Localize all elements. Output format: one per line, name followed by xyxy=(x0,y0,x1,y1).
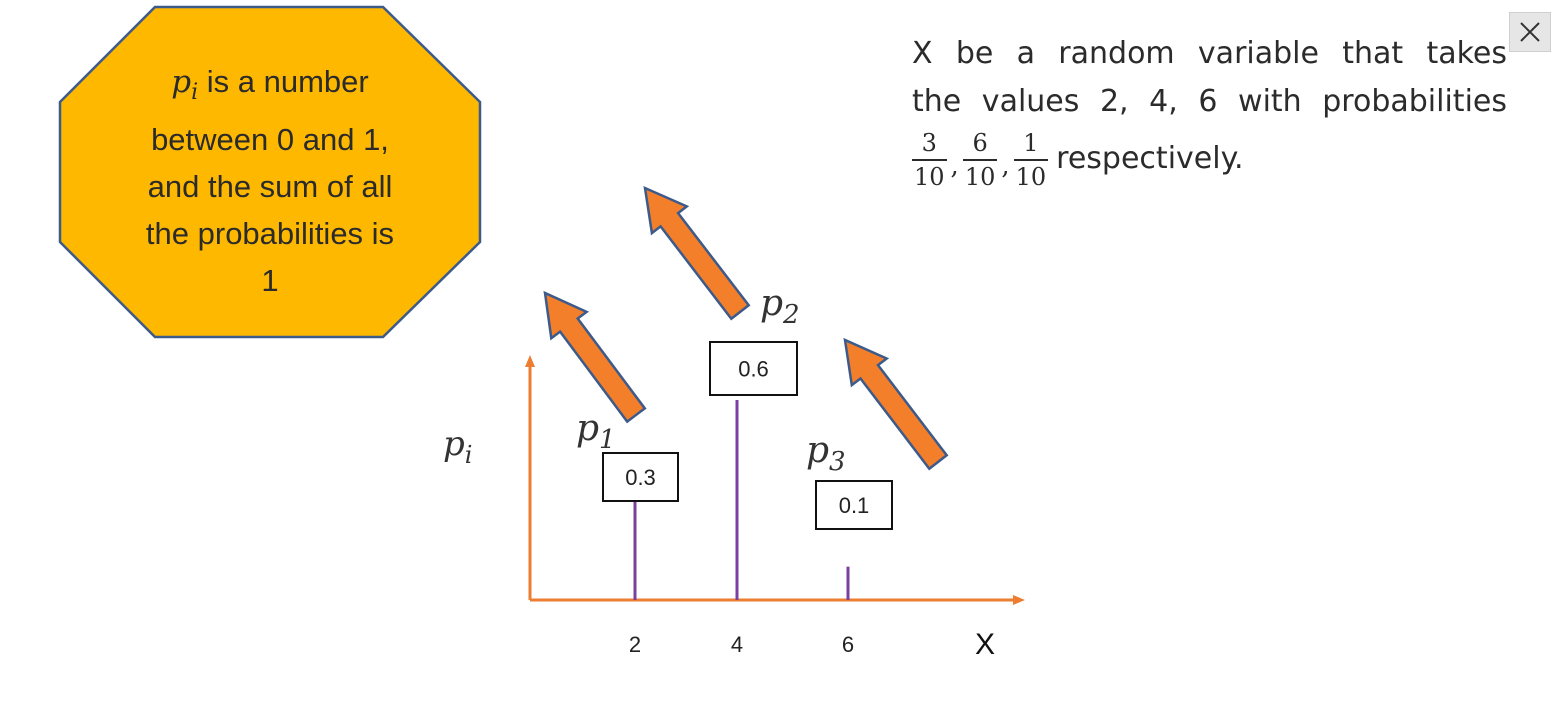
callout-line2: between 0 and 1, xyxy=(151,122,389,158)
callout-subscript: i xyxy=(191,80,199,106)
point-label: p2 xyxy=(760,283,800,330)
point-label: p1 xyxy=(576,408,616,455)
value-label-box xyxy=(709,341,798,396)
pointer-arrow xyxy=(643,185,751,321)
x-tick-label: 4 xyxy=(731,632,743,657)
problem-statement: X be a random variable that takes the va… xyxy=(912,30,1507,190)
close-icon xyxy=(1520,22,1540,42)
close-button[interactable] xyxy=(1509,12,1551,52)
pointer-arrow xyxy=(543,290,647,424)
point-label: p3 xyxy=(806,430,846,477)
y-axis-arrowhead xyxy=(525,355,535,367)
y-axis-label: pi xyxy=(443,424,472,469)
x-axis-label: X xyxy=(975,628,995,661)
value-label-box xyxy=(815,480,893,530)
value-label-box xyxy=(602,452,679,502)
statement-line1: X be a random variable that takes xyxy=(912,36,1507,71)
value-label: 0.1 xyxy=(839,493,870,518)
x-tick-label: 2 xyxy=(629,632,641,657)
callout-line5: 1 xyxy=(261,263,279,299)
x-tick-label: 6 xyxy=(842,632,854,657)
x-axis-arrowhead xyxy=(1013,595,1025,605)
callout-symbol: p xyxy=(171,64,192,100)
value-label: 0.3 xyxy=(625,465,656,490)
callout-line4: the probabilities is xyxy=(145,216,395,252)
statement-tail: respectively. xyxy=(1056,140,1244,176)
statement-line2: the values 2, 4, 6 with probabilities xyxy=(912,84,1507,119)
value-label: 0.6 xyxy=(738,357,769,382)
callout-text: pi is a number between 0 and 1, and the … xyxy=(95,58,445,304)
callout-line1: is a number xyxy=(198,64,369,99)
pointer-arrow xyxy=(843,337,949,471)
callout-line3: and the sum of all xyxy=(147,169,393,205)
callout-octagon xyxy=(58,5,482,339)
